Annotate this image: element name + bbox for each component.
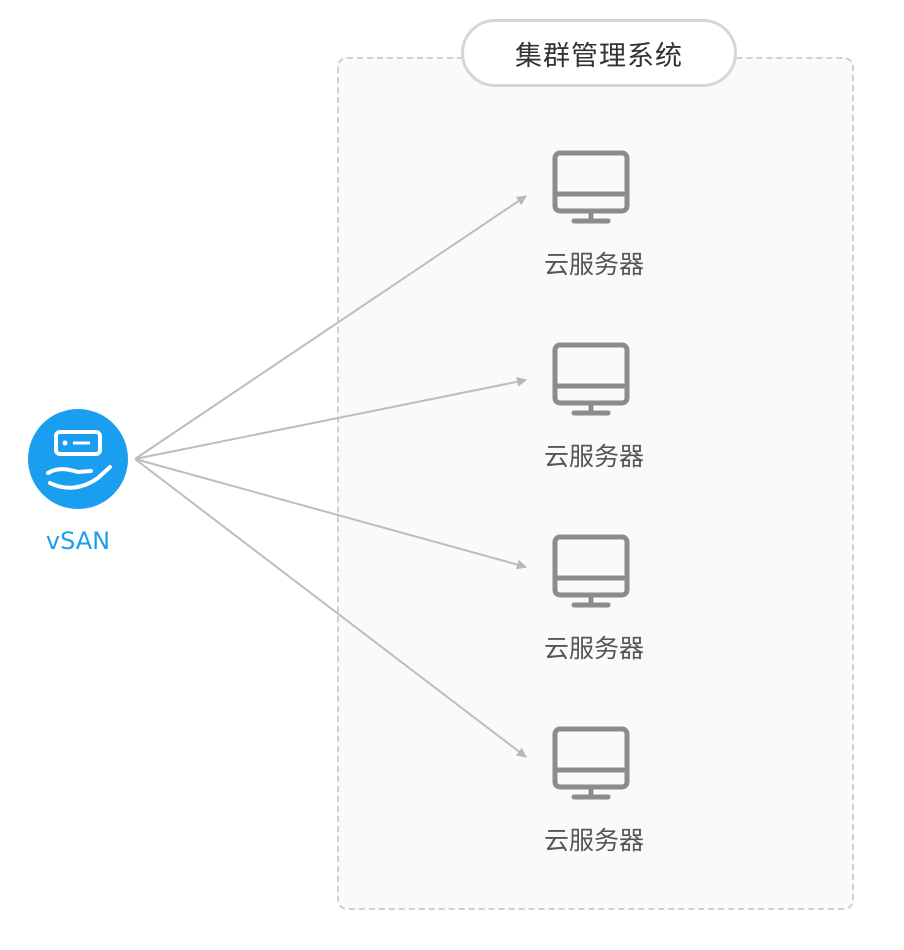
- cluster-title: 集群管理系统: [461, 19, 737, 87]
- hand-holding-server-icon: [46, 430, 112, 490]
- server-label: 云服务器: [543, 250, 644, 279]
- vsan-label: vSAN: [45, 527, 111, 555]
- server-label: 云服务器: [543, 442, 644, 471]
- monitor-icon: [552, 726, 630, 800]
- vsan-circle: [28, 409, 128, 509]
- server-node: 云服务器: [534, 534, 654, 674]
- monitor-icon: [552, 534, 630, 608]
- monitor-icon: [552, 150, 630, 224]
- server-label: 云服务器: [543, 634, 644, 663]
- server-node: 云服务器: [534, 150, 654, 290]
- vsan-node: vSAN: [28, 409, 128, 559]
- server-label: 云服务器: [543, 826, 644, 855]
- server-node: 云服务器: [534, 726, 654, 866]
- server-node: 云服务器: [534, 342, 654, 482]
- monitor-icon: [552, 342, 630, 416]
